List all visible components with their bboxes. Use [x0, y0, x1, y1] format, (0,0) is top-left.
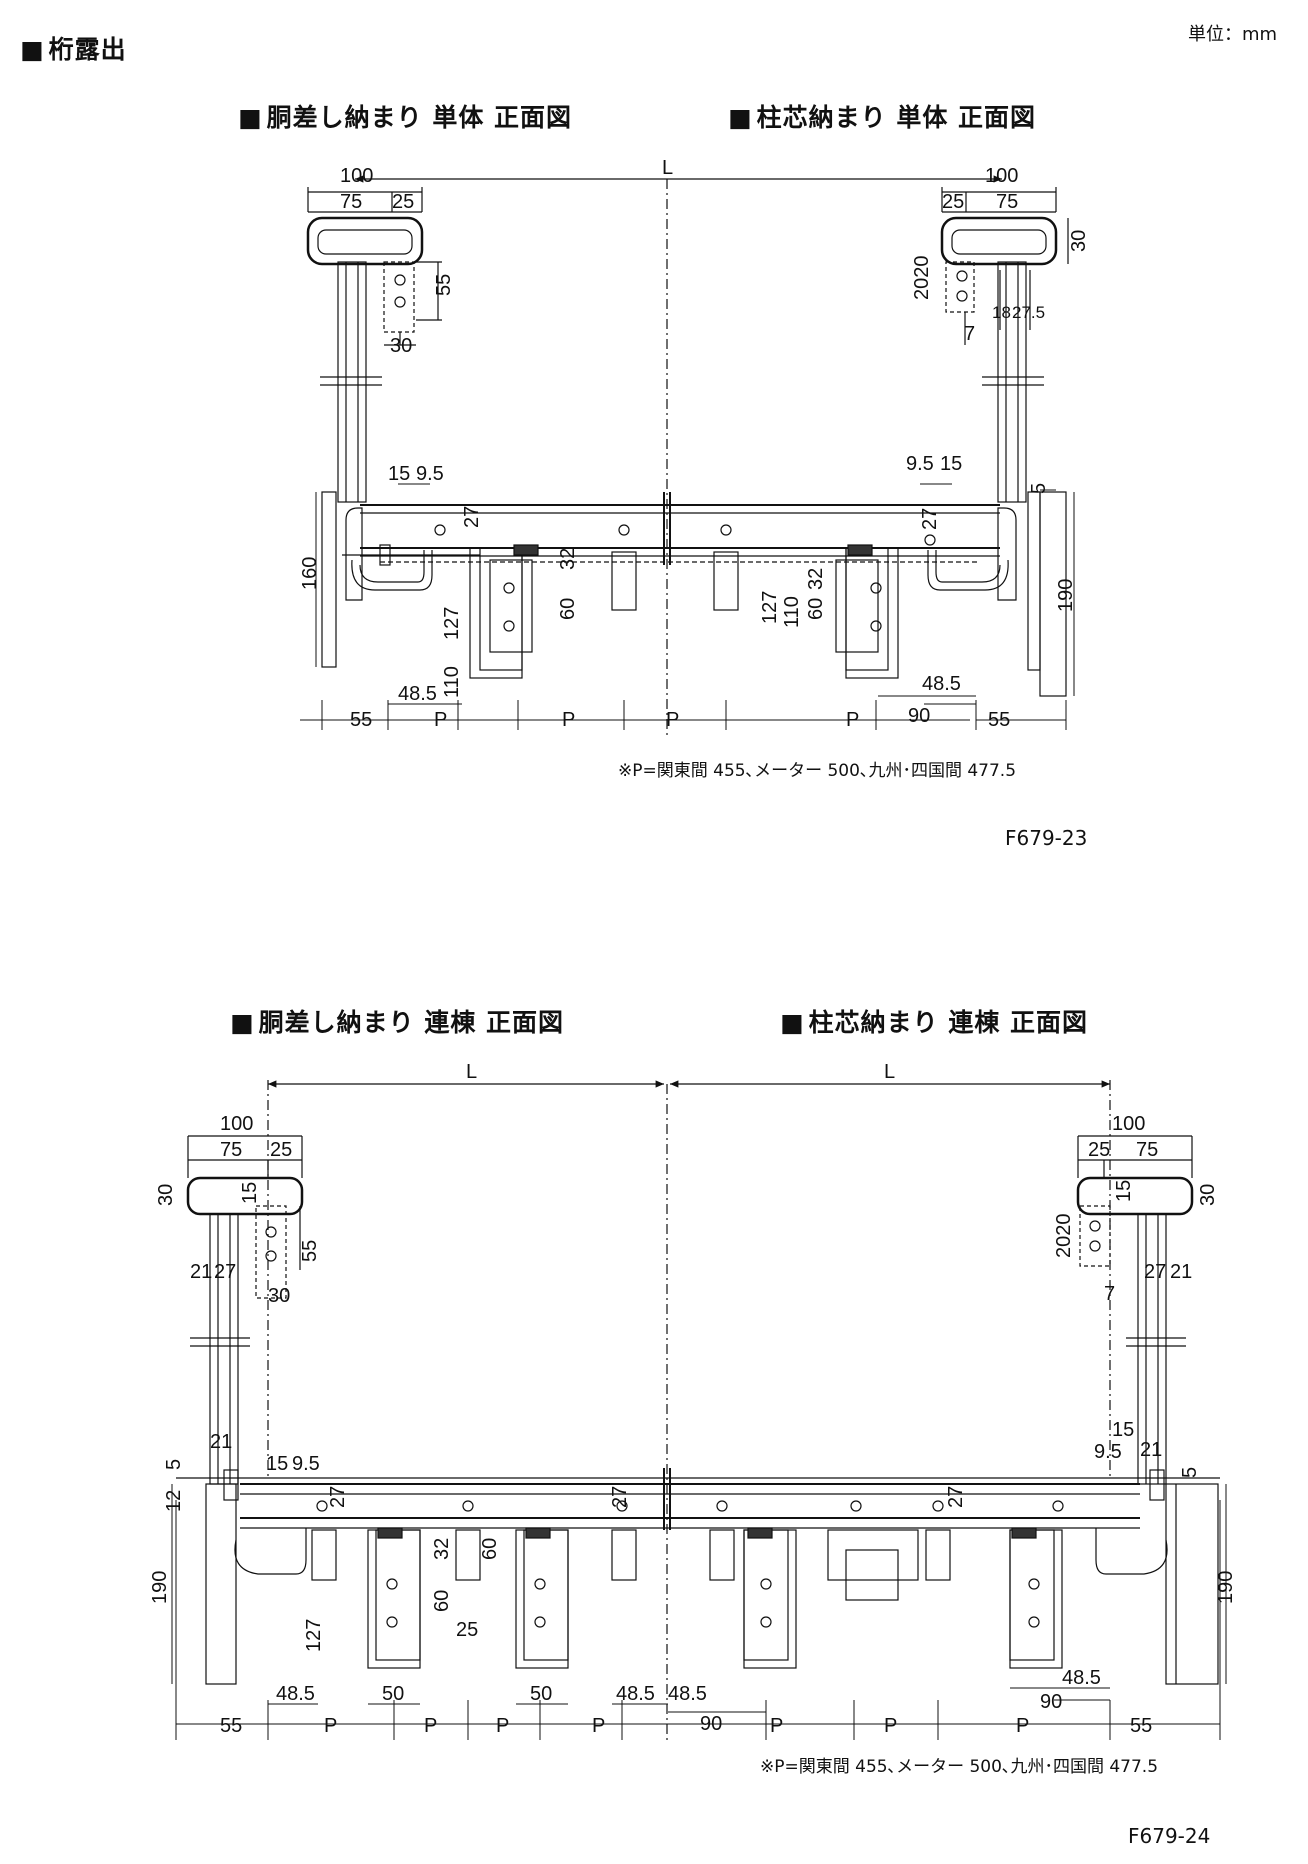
top-dim-15-right: 15 [940, 453, 962, 475]
top-dim-15-left: 15 [388, 463, 410, 485]
top-right-title: 柱芯納まり 単体 正面図 [728, 98, 1036, 134]
top-dim-p4: P [846, 709, 859, 731]
top-note: ※P=関東間 455､メーター 500､九州･四国間 477.5 [618, 761, 1017, 781]
top-dim-25-right: 25 [942, 191, 964, 213]
top-dim-30-bottom: 30 [390, 335, 412, 357]
top-dim-100-left: 100 [340, 165, 373, 187]
top-dim-5: 5 [1028, 483, 1050, 494]
top-dim-18: 18 [992, 303, 1011, 322]
top-dim-110-right: 110 [781, 596, 803, 628]
top-dim-110-left: 110 [441, 666, 463, 698]
bottom-figure-code: F679-24 [1128, 1824, 1211, 1848]
bottom-left-title: 胴差し納まり 連棟 正面図 [230, 1003, 564, 1039]
top-dim-160: 160 [299, 557, 321, 590]
top-dim-60-left: 60 [557, 598, 579, 620]
top-right-title-text: 柱芯納まり 単体 正面図 [756, 103, 1037, 132]
top-dim-55-left: 55 [350, 709, 372, 731]
top-dim-32-right: 32 [805, 568, 827, 590]
top-figure-code: F679-23 [1005, 826, 1088, 850]
top-dim-485-left: 48.5 [398, 683, 437, 705]
top-dim-95-left: 9.5 [416, 463, 444, 485]
top-left-title-text: 胴差し納まり 単体 正面図 [266, 103, 573, 132]
top-dim-2020: 2020 [911, 256, 933, 301]
top-dim-190: 190 [1055, 579, 1077, 612]
section-title: 桁露出 [20, 30, 127, 66]
unit-label: 単位：mm [1188, 24, 1278, 45]
top-main-beam [360, 492, 1000, 565]
section-title-text: 桁露出 [48, 35, 127, 64]
top-dim-275: 27.5 [1012, 303, 1045, 322]
top-left-title: 胴差し納まり 単体 正面図 [238, 98, 572, 134]
top-dim-27-right: 27 [919, 508, 941, 530]
top-dim-55-right: 55 [988, 709, 1010, 731]
top-dim-25-left: 25 [392, 191, 414, 213]
top-dim-485-right: 48.5 [922, 673, 961, 695]
top-dimension-lines [300, 483, 1075, 730]
top-dim-55: 55 [433, 274, 455, 296]
top-dim-l: L [662, 157, 673, 179]
bottom-right-title-text: 柱芯納まり 連棟 正面図 [808, 1008, 1089, 1037]
top-dim-p3: P [666, 709, 679, 731]
top-dim-100-right: 100 [985, 165, 1018, 187]
top-dim-p1: P [434, 709, 447, 731]
top-dim-127-right: 127 [759, 591, 781, 624]
bottom-right-title: 柱芯納まり 連棟 正面図 [780, 1003, 1088, 1039]
bottom-left-title-text: 胴差し納まり 連棟 正面図 [258, 1008, 565, 1037]
top-dim-32-left: 32 [557, 548, 579, 570]
top-left-end-post [321, 491, 480, 668]
top-dim-7: 7 [964, 323, 975, 345]
top-dim-75-left: 75 [340, 191, 362, 213]
bottom-note: ※P=関東間 455､メーター 500､九州･四国間 477.5 [760, 1757, 1159, 1777]
top-brackets [434, 524, 936, 679]
top-left-handrail [306, 187, 442, 503]
top-dim-30-right: 30 [1068, 230, 1090, 252]
top-right-handrail [940, 187, 1069, 503]
top-dim-60-right: 60 [805, 598, 827, 620]
top-dim-p2: P [562, 709, 575, 731]
top-dim-127-left: 127 [441, 607, 463, 640]
top-dim-75-right: 75 [996, 191, 1018, 213]
top-dim-90: 90 [908, 705, 930, 727]
top-dim-95-right: 9.5 [906, 453, 934, 475]
top-dim-27-left: 27 [461, 506, 483, 528]
top-right-end-post [927, 491, 1067, 697]
